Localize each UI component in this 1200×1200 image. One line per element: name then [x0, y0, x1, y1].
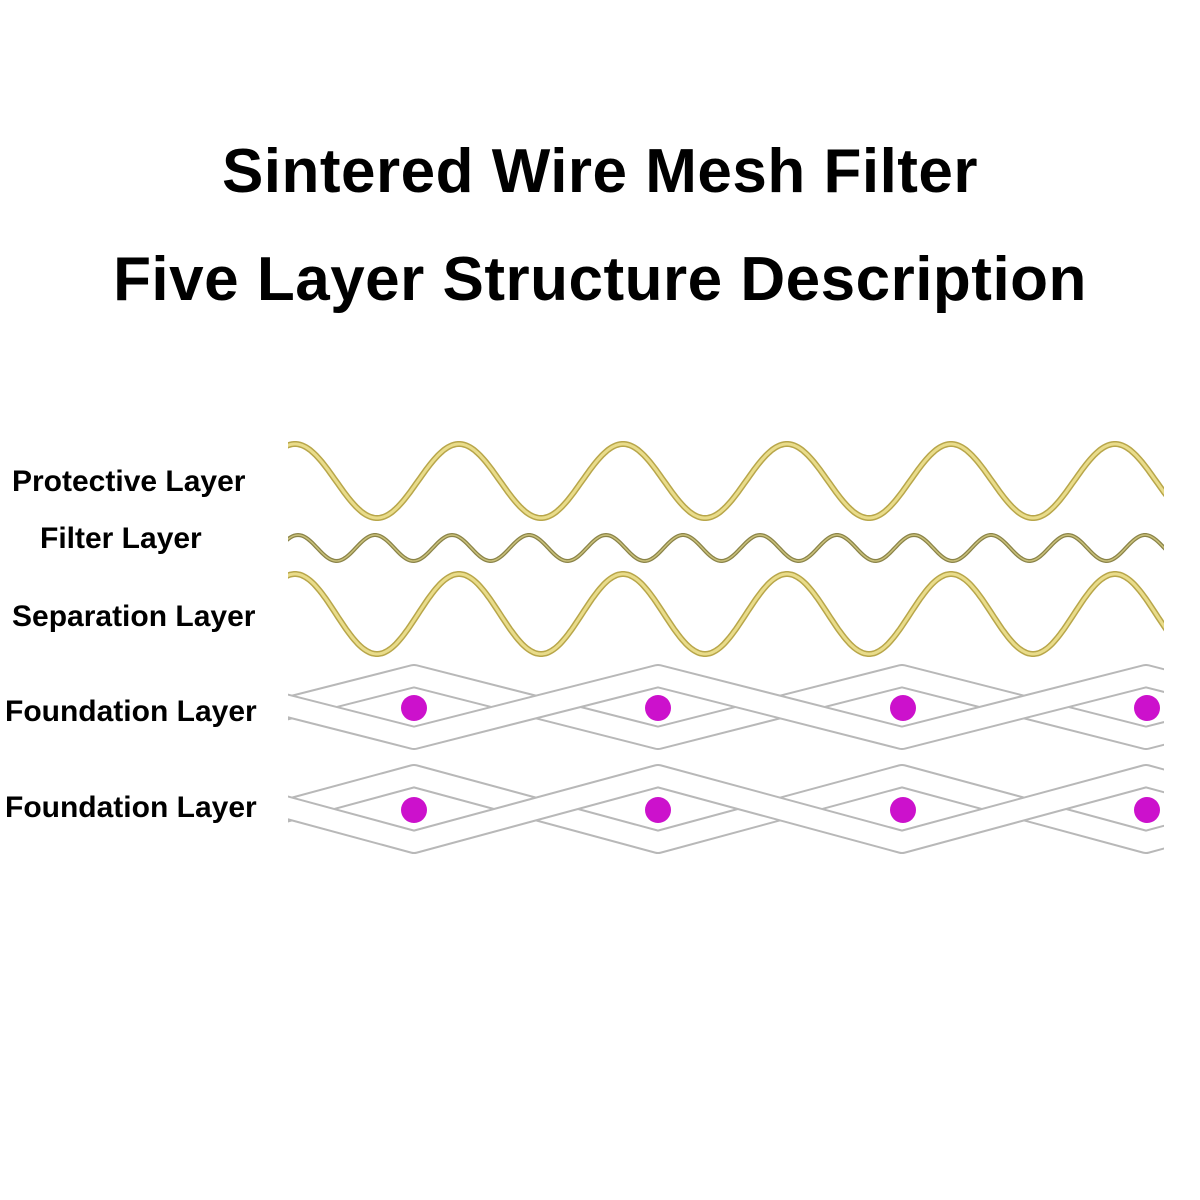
- title-block: Sintered Wire Mesh Filter Five Layer Str…: [0, 118, 1200, 334]
- foundation-layer-2-mesh: [288, 764, 1164, 854]
- protective-layer-wire-highlight: [288, 442, 1164, 520]
- label-foundation-layer-1: Foundation Layer: [5, 695, 257, 728]
- title-line-2: Five Layer Structure Description: [113, 245, 1087, 314]
- foundation-layer-1-mesh: [288, 664, 1164, 750]
- filter-layer-wire-highlight: [288, 534, 1164, 562]
- foundation-cross-wire-dot: [890, 695, 916, 721]
- label-foundation-layer-2: Foundation Layer: [5, 791, 257, 824]
- separation-layer-wire-highlight: [288, 572, 1164, 656]
- title-line-1: Sintered Wire Mesh Filter: [221, 137, 979, 206]
- foundation-wire: [288, 666, 1164, 748]
- foundation-cross-wire-dot: [645, 797, 671, 823]
- foundation-cross-wire-dot: [645, 695, 671, 721]
- foundation-wire: [288, 666, 1164, 748]
- label-protective-layer: Protective Layer: [12, 465, 246, 498]
- foundation-cross-wire-dot: [1134, 695, 1160, 721]
- foundation-cross-wire-dot: [401, 695, 427, 721]
- foundation-cross-wire-dot: [1134, 797, 1160, 823]
- foundation-wire: [288, 766, 1164, 852]
- filter-layer-wire: [288, 532, 1164, 564]
- label-separation-layer: Separation Layer: [12, 600, 256, 633]
- label-filter-layer: Filter Layer: [40, 522, 202, 555]
- foundation-wire: [288, 766, 1164, 852]
- foundation-cross-wire-dot: [401, 797, 427, 823]
- foundation-cross-wire-dot: [890, 797, 916, 823]
